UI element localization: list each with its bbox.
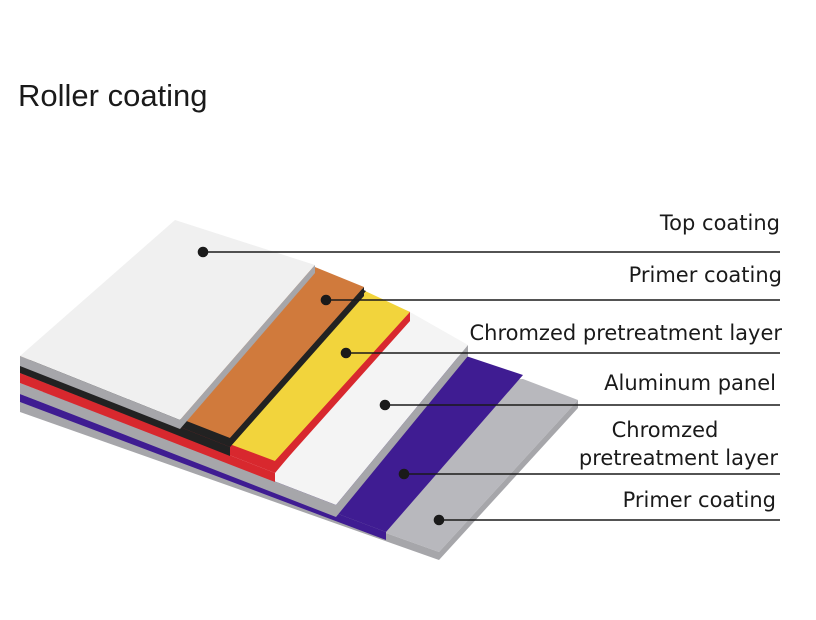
top-chromzed-side-edge [275,312,410,472]
label-top-coating: Top coating [659,211,780,235]
diagram-title: Roller coating [18,78,208,113]
aluminum-panel-front-edge [20,383,336,517]
top-coating-side-edge [180,265,315,429]
label-primer-coating-bottom: Primer coating [623,488,776,512]
bottom-primer-front-edge [20,402,439,560]
leader-dot-primer-coating-bottom [433,514,445,526]
aluminum-panel-side-edge [336,345,468,517]
label-chromzed-layer-bottom-line1: Chromzed [612,418,719,442]
label-aluminum-panel: Aluminum panel [604,371,776,395]
label-chromzed-layer-bottom-line2: pretreatment layer [579,446,778,470]
bottom-chromzed-front-edge [20,394,386,540]
leader-dot-aluminum-panel [379,399,391,411]
red-layer-front-edge [20,373,275,482]
top-primer-side-edge [230,287,364,447]
label-primer-coating-top: Primer coating [629,263,782,287]
top-coating-top-face [20,220,315,420]
leader-dot-primer-coating-top [320,294,332,306]
leader-dot-chromzed-top [340,347,352,359]
leader-dot-chromzed-bottom [398,468,410,480]
label-chromzed-layer-top: Chromzed pretreatment layer [469,321,782,345]
leader-dot-top-coating [197,246,209,258]
top-coating-front-edge [20,356,180,429]
